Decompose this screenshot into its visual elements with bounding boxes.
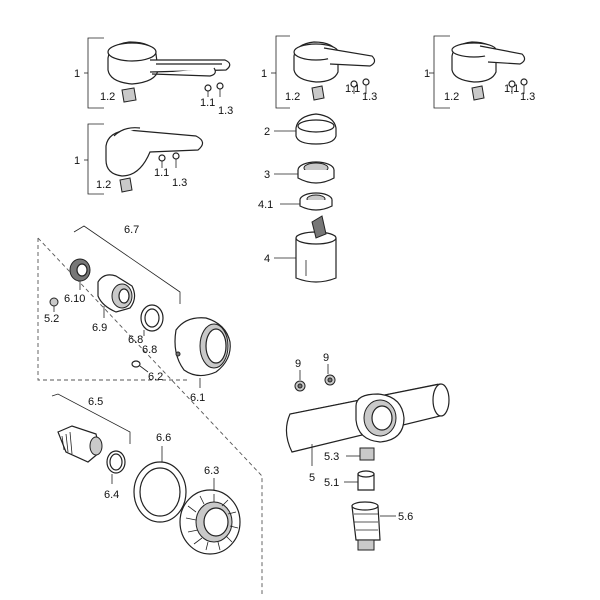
label-6-8a: 6.8: [128, 334, 143, 346]
assembly-6-5: 6.5 6.4 6.6 6.3: [51, 393, 241, 555]
label-6-3: 6.3: [204, 465, 219, 477]
label-1d: 1: [74, 155, 80, 167]
handle-variant-c: 1 1.2 1.1 1.3: [424, 35, 535, 109]
label-6-10: 6.10: [64, 293, 85, 305]
label-6-2: 6.2: [148, 371, 163, 383]
label-1-3a: 1.3: [218, 105, 233, 117]
assembly-6-7: 6.7 6.10 5.2 6.9 6.8 6.8 6.2 6.1: [44, 224, 231, 404]
label-1-2c: 1.2: [444, 91, 459, 103]
label-4-1: 4.1: [258, 199, 273, 211]
label-1-1c: 1.1: [504, 83, 519, 95]
label-1-1d: 1.1: [154, 167, 169, 179]
label-1b: 1: [261, 68, 267, 80]
cartridge-stack: 2 3 4.1 4: [258, 113, 337, 283]
label-5-3: 5.3: [324, 451, 339, 463]
handle-variant-d: 1 1.2 1.1 1.3: [74, 123, 204, 195]
handle-variant-a: 1 1.2 1.1 1.3: [74, 37, 233, 117]
body-assembly: 9 9 5 5.3 5.1 5.6: [285, 352, 450, 551]
label-6-7: 6.7: [124, 224, 139, 236]
dashed-enclosure: [37, 237, 263, 594]
label-6-6: 6.6: [156, 432, 171, 444]
label-1-1a: 1.1: [200, 97, 215, 109]
label-9b: 9: [323, 352, 329, 364]
label-1-3b: 1.3: [362, 91, 377, 103]
label-1-3c: 1.3: [520, 91, 535, 103]
label-5-6: 5.6: [398, 511, 413, 523]
label-3: 3: [264, 169, 270, 181]
label-4: 4: [264, 253, 270, 265]
label-6-1: 6.1: [190, 392, 205, 404]
label-1c: 1: [424, 68, 430, 80]
label-6-4: 6.4: [104, 489, 119, 501]
label-1-1b: 1.1: [345, 83, 360, 95]
label-1-2a: 1.2: [100, 91, 115, 103]
label-1-2b: 1.2: [285, 91, 300, 103]
label-5-1: 5.1: [324, 477, 339, 489]
label-1-2d: 1.2: [96, 179, 111, 191]
label-5: 5: [309, 472, 315, 484]
label-5-2: 5.2: [44, 313, 59, 325]
label-6-8b: 6.8: [142, 344, 157, 356]
label-9a: 9: [295, 358, 301, 370]
handle-variant-b: 1 1.2 1.1 1.3: [261, 35, 377, 109]
label-1a: 1: [74, 68, 80, 80]
label-6-9: 6.9: [92, 322, 107, 334]
label-1-3d: 1.3: [172, 177, 187, 189]
label-2: 2: [264, 126, 270, 138]
label-6-5: 6.5: [88, 396, 103, 408]
